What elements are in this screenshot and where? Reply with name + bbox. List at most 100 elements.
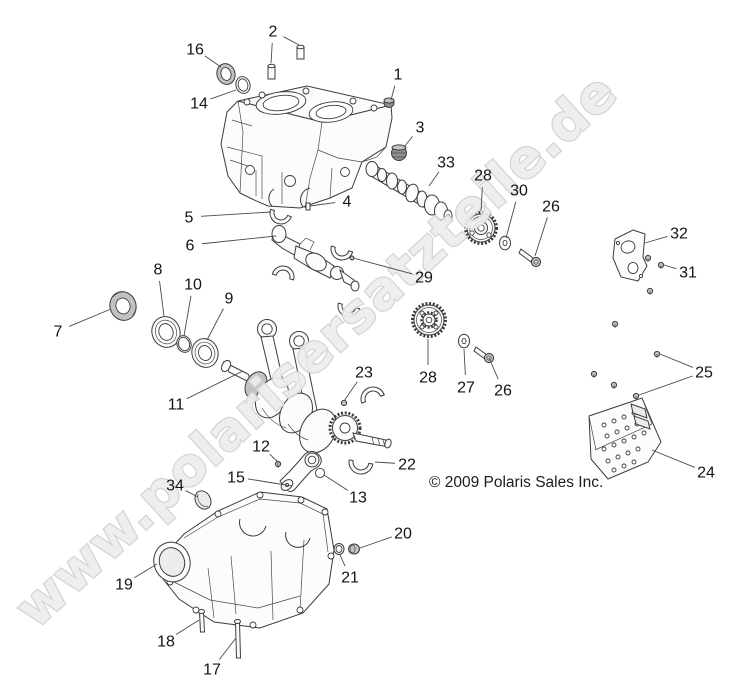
leader-line-8: [159, 280, 165, 317]
leader-line-12: [269, 453, 279, 463]
leader-line-30: [505, 201, 517, 239]
snap-ring-10-drawing: [176, 335, 192, 353]
washer-27-drawing: [458, 333, 470, 349]
leader-line-10: [183, 295, 192, 337]
gasket-plate-32-drawing: [612, 229, 648, 282]
copyright-text: © 2009 Polaris Sales Inc.: [429, 474, 604, 491]
leader-line-32: [644, 235, 668, 244]
callout-6: 6: [186, 238, 195, 255]
leader-line-3: [403, 136, 413, 148]
leader-line-33: [428, 171, 440, 187]
callout-17: 17: [203, 662, 221, 679]
callout-25: 25: [695, 365, 713, 382]
callout-28: 28: [419, 370, 437, 387]
callout-32: 32: [670, 226, 688, 243]
cam-gear-28-drawing: [464, 211, 498, 245]
callout-13: 13: [349, 490, 367, 507]
leader-line-9: [206, 308, 224, 341]
leader-line-26: [488, 357, 499, 380]
pin-4-drawing: [305, 202, 311, 211]
crankshaft-11-drawing: [220, 319, 392, 454]
callout-30: 30: [510, 183, 528, 200]
leader-line-21: [339, 554, 346, 567]
bolt-26-top-drawing: [518, 248, 542, 268]
oring-14-drawing: [235, 76, 251, 94]
callout-29: 29: [415, 270, 433, 287]
leader-line-18: [175, 619, 200, 635]
leader-line-6: [201, 235, 277, 245]
callout-8: 8: [154, 262, 163, 279]
upper-crankcase-drawing: [220, 85, 393, 209]
seal-16-drawing: [216, 63, 236, 85]
plug-3-drawing: [391, 144, 407, 161]
callout-28: 28: [474, 168, 492, 185]
callout-34: 34: [166, 478, 184, 495]
leader-line-15: [247, 478, 293, 487]
callout-24: 24: [697, 465, 715, 482]
callout-31: 31: [679, 265, 697, 282]
leader-line-28: [480, 186, 483, 212]
callout-5: 5: [185, 210, 194, 227]
screws-31-25-drawing: [590, 254, 665, 400]
callout-18: 18: [157, 634, 175, 651]
callout-2: 2: [269, 24, 278, 41]
leader-line-2: [283, 36, 300, 46]
callout-7: 7: [54, 324, 63, 341]
leader-line-34: [185, 490, 199, 498]
leader-line-20: [359, 536, 392, 549]
leader-line-11: [186, 370, 244, 400]
leader-line-14: [210, 89, 237, 100]
callout-12: 12: [252, 439, 270, 456]
leader-line-17: [218, 637, 237, 660]
leader-line-1: [390, 85, 396, 101]
leader-line-23: [343, 381, 358, 402]
callout-26: 26: [494, 383, 512, 400]
callout-9: 9: [225, 291, 234, 308]
baffle-plate-24-drawing: [588, 397, 662, 480]
stud-18-drawing: [198, 609, 206, 633]
callout-27: 27: [457, 380, 475, 397]
callout-10: 10: [184, 277, 202, 294]
leader-line-5: [200, 211, 272, 217]
leader-line-26: [534, 217, 548, 257]
callout-1: 1: [394, 67, 403, 84]
callout-23: 23: [355, 365, 373, 382]
callout-11: 11: [168, 397, 185, 414]
leader-line-27: [463, 348, 466, 376]
leader-line-24: [651, 449, 696, 468]
bearing-9-drawing: [191, 338, 219, 368]
callout-4: 4: [343, 194, 352, 211]
lower-crankcase-19-drawing: [153, 491, 335, 629]
stud-17-drawing: [234, 619, 242, 659]
callout-33: 33: [437, 155, 455, 172]
washer-21-drawing: [333, 543, 345, 555]
callout-16: 16: [186, 42, 204, 59]
callout-3: 3: [416, 120, 425, 137]
leader-line-2: [270, 42, 273, 64]
leader-line-16: [204, 55, 222, 68]
washer-30-drawing: [499, 235, 511, 251]
plug-34-drawing: [194, 490, 212, 510]
balance-shaft-6-drawing: [271, 225, 360, 292]
callout-22: 22: [398, 457, 416, 474]
leader-line-19: [134, 563, 158, 579]
leader-line-25: [638, 375, 693, 396]
balance-gear-28-drawing: [411, 302, 447, 338]
dowel-2b-drawing: [296, 44, 305, 60]
bearing-shells-drawing: [269, 208, 385, 475]
seal-7-drawing: [109, 291, 137, 321]
leader-line-4: [309, 202, 336, 207]
bearing-8-drawing: [151, 316, 181, 348]
leader-line-29: [352, 257, 413, 275]
leader-line-25: [659, 353, 694, 368]
dowel-2a-drawing: [267, 63, 276, 80]
callout-14: 14: [190, 96, 208, 113]
leader-line-31: [663, 264, 677, 270]
leader-line-7: [68, 308, 112, 327]
callout-26: 26: [542, 199, 560, 216]
leader-line-22: [374, 461, 396, 464]
